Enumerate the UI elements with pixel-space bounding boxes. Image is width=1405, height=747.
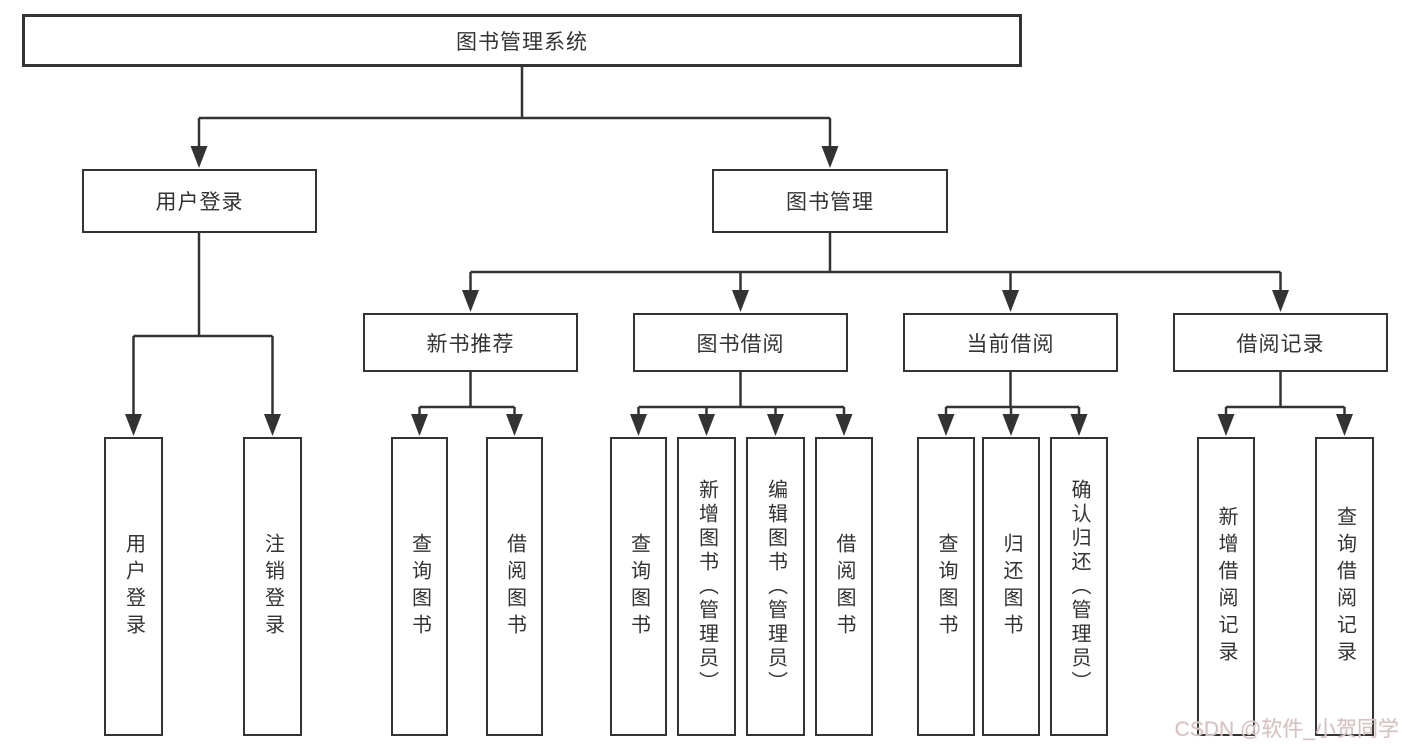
node-new-book-recommendation: 新书推荐 [363,313,578,372]
node-library-system: 图书管理系统 [22,14,1022,67]
leaf-query-books-current: 查询图书 [917,437,975,736]
csdn-watermark: CSDN @软件_小贺同学 [1174,718,1399,741]
vertical-label: 确认归还（管理员） [1068,478,1090,695]
leaf-user-login: 用户登录 [104,437,163,736]
leaf-query-books-borrowing: 查询图书 [610,437,667,736]
leaf-borrow-books-borrowing: 借阅图书 [815,437,873,736]
leaf-logout-login: 注销登录 [243,437,302,736]
node-current-borrowing: 当前借阅 [903,313,1118,372]
leaf-borrow-books-recommend: 借阅图书 [486,437,543,736]
vertical-label: 查询图书 [935,532,957,641]
leaf-query-borrow-record: 查询借阅记录 [1315,437,1374,736]
node-book-borrowing: 图书借阅 [633,313,848,372]
leaf-confirm-return-admin: 确认归还（管理员） [1050,437,1108,736]
vertical-label: 查询借阅记录 [1333,505,1356,668]
leaf-edit-books-admin: 编辑图书（管理员） [746,437,805,736]
vertical-label: 借阅图书 [833,532,855,641]
arrowheads [125,146,1353,436]
vertical-label: 新增借阅记录 [1215,505,1237,668]
leaf-return-books: 归还图书 [982,437,1040,736]
node-book-management-branch: 图书管理 [712,169,948,233]
node-user-login-branch: 用户登录 [82,169,317,233]
vertical-label: 编辑图书（管理员） [764,478,787,695]
leaf-add-borrow-record: 新增借阅记录 [1197,437,1255,736]
vertical-label: 查询图书 [408,532,431,641]
vertical-label: 用户登录 [122,532,145,641]
leaf-query-books-recommend: 查询图书 [391,437,448,736]
vertical-label: 查询图书 [627,532,650,641]
vertical-label: 新增图书（管理员） [695,478,718,695]
vertical-label: 借阅图书 [503,532,526,641]
node-borrowing-records: 借阅记录 [1173,313,1388,372]
leaf-add-books-admin: 新增图书（管理员） [677,437,736,736]
vertical-label: 注销登录 [261,532,284,641]
vertical-label: 归还图书 [1000,532,1022,641]
